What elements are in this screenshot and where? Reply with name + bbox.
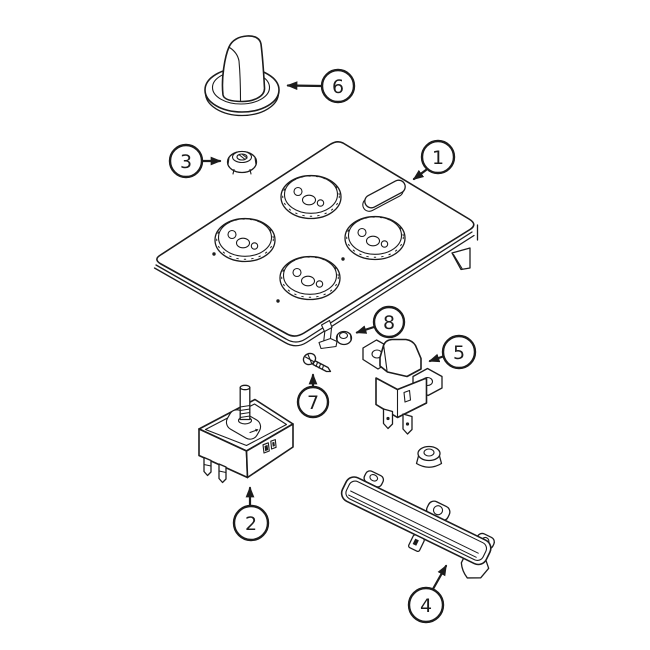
callout-arrow [428,353,445,363]
callout-number: 5 [453,342,465,364]
callout-8: 8 [355,305,406,339]
callout-circle [232,504,270,542]
part-control-knob [204,35,280,117]
callout-arrow [355,325,376,334]
callout-number: 3 [180,151,192,173]
callout-number: 4 [420,595,432,617]
callout-arrow [431,564,448,591]
part-infinite-switch [198,384,294,484]
callout-arrow [286,81,324,91]
part-main-top [153,141,479,350]
callout-2: 2 [232,486,270,542]
part-knob-nut [226,150,258,175]
callout-arrow [412,168,428,181]
callout-circle [441,334,477,370]
callout-circle [320,68,356,104]
callout-circle [168,143,204,179]
callout-3: 3 [168,143,222,179]
front-clip [318,319,338,350]
callout-number: 8 [383,312,395,334]
callout-7: 7 [296,373,330,419]
part-screw [302,352,332,373]
control-slot [364,179,406,209]
callout-number: 1 [432,147,444,169]
burner-ring [279,255,341,301]
callout-1: 1 [412,139,456,181]
callout-number: 7 [307,392,319,414]
callout-circle [372,305,406,339]
callout-circle [296,385,330,419]
screw-hole [341,257,345,261]
burner-ring [344,215,406,261]
callout-4: 4 [407,564,448,624]
part-rocker-switch [362,338,443,435]
burner-ring [280,174,342,220]
part-hex-nut [335,330,353,346]
callout-number: 2 [245,513,257,535]
screw-hole [276,299,280,303]
spade-terminal [218,463,227,484]
callout-6: 6 [286,68,356,104]
side-flange [451,247,471,271]
callout-number: 6 [332,76,344,98]
callout-circle [420,139,456,175]
callout-circle [407,586,445,624]
switch-shaft [239,386,251,421]
part-push-grommet [415,445,443,468]
callout-5: 5 [428,334,477,370]
knob-handle [221,35,266,103]
part-burner-box [340,470,495,579]
screw-hole [212,252,216,256]
burner-ring [214,217,276,263]
spade-terminal [203,456,212,477]
